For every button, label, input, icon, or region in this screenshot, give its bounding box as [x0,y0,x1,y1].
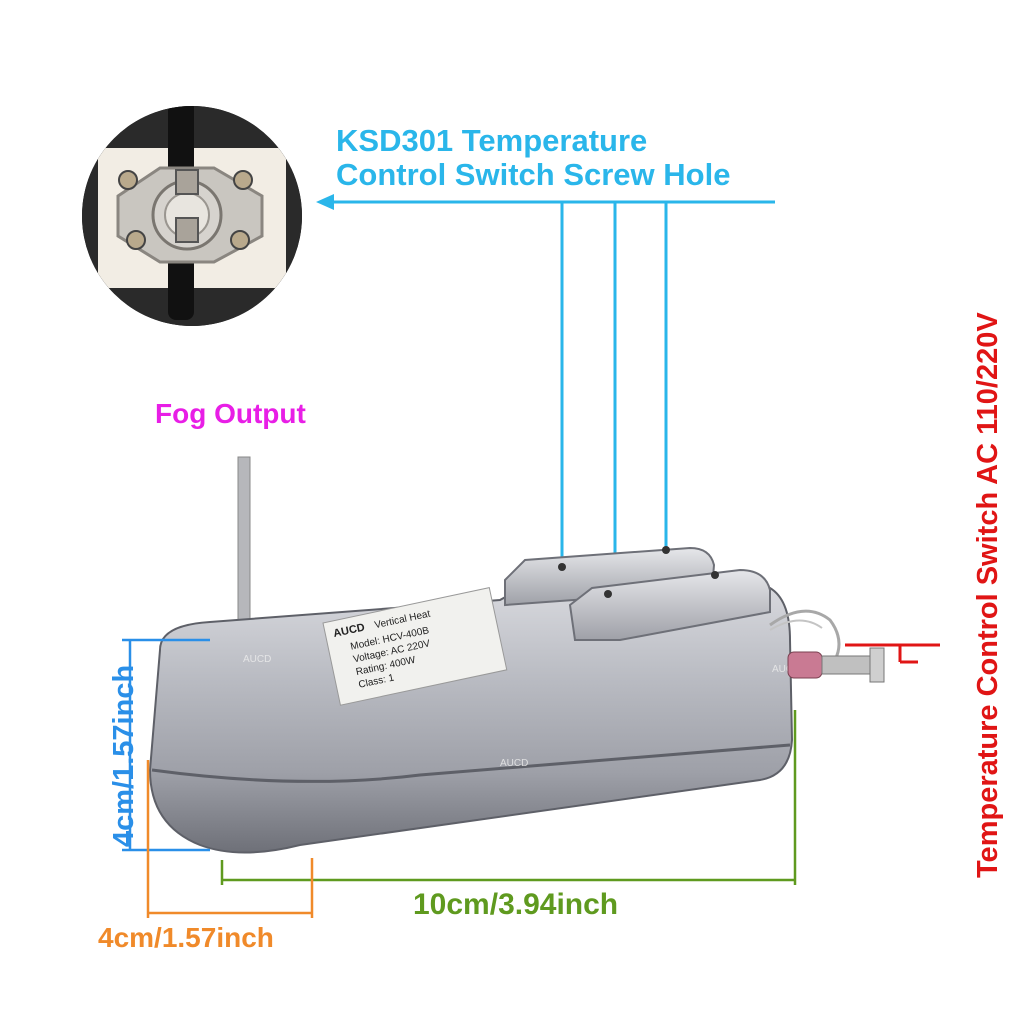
switch-terminal [769,609,885,683]
watermark-3: AUCD [772,664,800,675]
switch-label: Temperature Control Switch AC 110/220V [972,312,1004,878]
depth-label: 4cm/1.57inch [98,922,274,953]
depth-dimension [146,760,314,918]
rating-sticker: AUCD Vertical Heat Model: HCV-400B Volta… [322,587,508,706]
length-label: 10cm/3.94inch [413,888,619,921]
screw-hole-label-line1: KSD301 Temperature [336,123,648,158]
length-dimension [220,710,797,885]
switch-marker [845,643,940,664]
switch-inset-photo [82,106,302,326]
heater-body [148,546,794,854]
screw-hole-pointer [330,200,775,578]
screw-hole-label-line2: Control Switch Screw Hole [336,157,731,192]
fog-output-label: Fog Output [155,398,306,429]
height-label: 4cm/1.57inch [108,664,140,847]
height-dimension [122,638,210,852]
watermark-1: AUCD [243,654,271,665]
arrow-head-icon [316,194,334,210]
screw-hole-label: KSD301 Temperature Control Switch Screw … [336,124,730,192]
watermark-2: AUCD [500,758,528,769]
